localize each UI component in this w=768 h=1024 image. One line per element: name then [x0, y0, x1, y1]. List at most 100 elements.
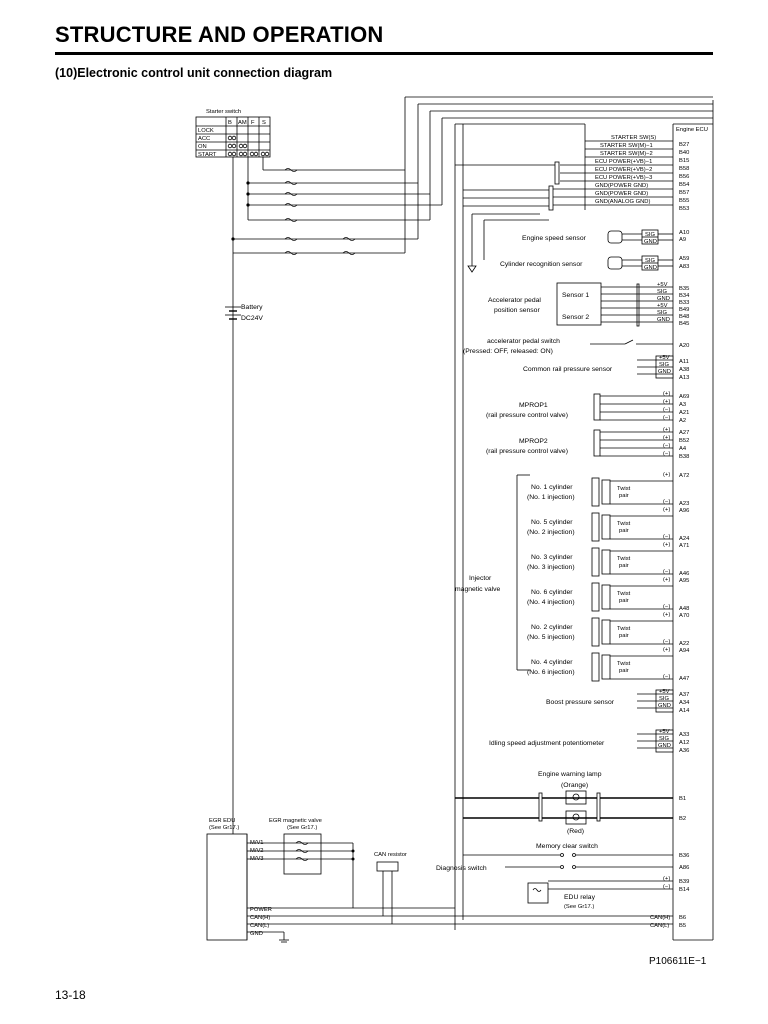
injector-body-1 — [601, 514, 611, 540]
top-bus-wires — [404, 96, 713, 930]
accel-switch-label-2: (Pressed: OFF, released: ON) — [463, 348, 553, 355]
boost-pin-0: A37 — [679, 692, 689, 698]
starter-row-start: START — [198, 152, 217, 158]
idle-pot-pin-1: A12 — [679, 740, 689, 746]
injector-minus-2: (−) — [663, 569, 670, 575]
mprop1-sig-1: (+) — [663, 399, 670, 405]
cylinder-recognition-sensor: Cylinder recognition sensor SIG GND A59 … — [500, 255, 689, 271]
injector-name-3: No. 6 cylinder — [531, 589, 573, 596]
ecu-pin-label-5: ECU POWER(+VB)−3 — [595, 175, 652, 181]
ecu-pin-label-2: STARTER SW(M)−2 — [600, 151, 653, 157]
mprop1-label-1: MPROP1 — [519, 402, 548, 409]
egr-pin-4: CAN(H) — [250, 915, 270, 921]
battery: Battery DC24V — [225, 304, 263, 322]
diagnosis-pin: A86 — [679, 865, 689, 871]
starter-col-f: F — [251, 120, 255, 126]
accel-pin-1: B34 — [679, 293, 690, 299]
accel-signal-4: SIG — [657, 310, 667, 316]
egr-pin-6: GND — [250, 931, 263, 937]
injector-coil-4 — [591, 617, 600, 647]
injector-plus-pin-2: A71 — [679, 543, 689, 549]
injector-coil-1 — [591, 512, 600, 542]
injector-minus-pin-4: A22 — [679, 641, 689, 647]
can-label-0: CAN(H) — [650, 915, 670, 921]
memory-clear-label: Memory clear switch — [536, 843, 598, 850]
mprop1-sig-3: (−) — [663, 415, 670, 421]
boost-pin-1: A34 — [679, 700, 690, 706]
idle-pot-sig-1: SIG — [659, 736, 669, 742]
starter-row-acc: ACC — [198, 136, 210, 142]
injector-plus-3: (+) — [663, 577, 670, 583]
ecu-pin-label-6: GND(POWER GND) — [595, 183, 648, 189]
accel-signal-0: +5V — [657, 282, 668, 288]
injector-coil-5 — [591, 652, 600, 682]
injector-name-5: No. 4 cylinder — [531, 659, 573, 666]
idle-pot-pin-0: A33 — [679, 732, 689, 738]
mprop1-sig-0: (+) — [663, 391, 670, 397]
figure-code: P106611E−1 — [649, 956, 707, 967]
can-resistor-label: CAN resistor — [374, 852, 407, 858]
twist-pair-1: Twist — [617, 521, 631, 527]
starter-col-s: S — [262, 120, 266, 126]
egr-edu: EGR EDU (See Gr17.) M/V1 M/V2 M/V3 POWER… — [206, 818, 289, 943]
title-rule — [55, 52, 713, 55]
common-rail-label: Common rail pressure sensor — [523, 366, 613, 373]
can-bus: CAN(H) CAN(L) B6 B5 CAN resistor — [247, 852, 686, 929]
engine-speed-pin-1: A10 — [679, 230, 689, 236]
starter-col-am: AM — [238, 120, 247, 126]
injector-sub-1: (No. 2 injection) — [527, 529, 575, 536]
accel-pin-2: B33 — [679, 300, 689, 306]
cylinder-recognition-pin-2: A83 — [679, 264, 689, 270]
boost-pin-2: A14 — [679, 708, 690, 714]
memory-clear-pin: B36 — [679, 853, 689, 859]
cylinder-recognition-sig: SIG — [645, 258, 655, 264]
boost-label: Boost pressure sensor — [546, 699, 615, 706]
idle-potentiometer: Idling speed adjustment potentiometer +5… — [489, 729, 689, 754]
common-rail-pin-1: A38 — [679, 367, 689, 373]
injector-plus-pin-4: A70 — [679, 613, 689, 619]
engine-speed-sig: SIG — [645, 232, 655, 238]
injector-label-1: Injector — [469, 575, 492, 582]
twist-pair-0: Twist — [617, 486, 631, 492]
accelerator-pedal-sensor: Accelerator pedal position sensor Sensor… — [488, 282, 690, 327]
idle-pot-sig-2: GND — [658, 743, 671, 749]
accel-switch-label-1: accelerator pedal switch — [487, 338, 560, 345]
injector-body-0 — [601, 479, 611, 505]
mprop2-valve: MPROP2 (rail pressure control valve) (+)… — [486, 427, 689, 460]
injector-plus-pin-3: A95 — [679, 578, 689, 584]
battery-label: Battery — [241, 304, 263, 311]
mprop2-sig-0: (+) — [663, 427, 670, 433]
common-rail-pin-0: A11 — [679, 359, 689, 365]
starter-row-lock: LOCK — [198, 128, 214, 134]
accel-switch-pin: A20 — [679, 343, 689, 349]
accel-sensor-1: Sensor 1 — [562, 292, 589, 299]
accel-pedal-label-1: Accelerator pedal — [488, 297, 541, 304]
ecu-pin-1: B40 — [679, 150, 689, 156]
diagnosis-label: Diagnosis switch — [436, 865, 487, 872]
accel-signal-1: SIG — [657, 289, 667, 295]
twist-pair-sub-2: pair — [619, 563, 629, 569]
common-rail-sig-1: SIG — [659, 362, 669, 368]
can-pin-1: B5 — [679, 923, 686, 929]
injector-plus-2: (+) — [663, 542, 670, 548]
ecu-pin-label-7: GND(POWER GND) — [595, 191, 648, 197]
edu-relay-sig-1: (−) — [663, 884, 670, 890]
accel-signal-2: GND — [657, 296, 670, 302]
accel-pedal-label-2: position sensor — [494, 307, 540, 314]
common-rail-sig-2: GND — [658, 369, 671, 375]
edu-relay-pin-1: B14 — [679, 887, 690, 893]
engine-speed-pin-2: A9 — [679, 237, 686, 243]
injector-plus-pin-1: A96 — [679, 508, 689, 514]
injector-name-2: No. 3 cylinder — [531, 554, 573, 561]
mprop2-pin-1: B52 — [679, 438, 689, 444]
engine-warning-lamp: Engine warning lamp (Orange) (Red) B1 B2 — [455, 771, 686, 835]
mprop1-pin-1: A3 — [679, 402, 686, 408]
injector-plus-5: (+) — [663, 647, 670, 653]
injector-plus-pin-0: A72 — [679, 473, 689, 479]
lamp-pin-1: B2 — [679, 816, 686, 822]
injector-minus-pin-0: A23 — [679, 501, 689, 507]
idle-pot-sig-0: +5V — [659, 729, 670, 735]
idle-pot-pin-2: A36 — [679, 748, 689, 754]
warning-lamp-orange: (Orange) — [561, 782, 588, 789]
egr-valve-ref: (See Gr17.) — [287, 825, 317, 831]
